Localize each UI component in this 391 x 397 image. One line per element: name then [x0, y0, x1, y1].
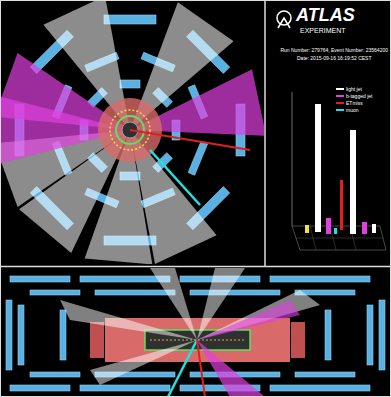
logo-title: ATLAS	[296, 6, 355, 26]
legend-text: ETmiss	[346, 100, 363, 106]
legend-entry: ETmiss	[336, 100, 363, 106]
legend-text: b-tagged jet	[346, 93, 372, 99]
date-info: Date: 2015-09-16 16:19:52 CEST	[297, 56, 372, 62]
legend-swatch	[336, 95, 344, 97]
legend-entry: muon	[336, 107, 359, 113]
legend-entry: light jet	[336, 86, 362, 92]
run-info: Run Number: 279764, Event Number: 235642…	[280, 48, 388, 54]
legend-text: muon	[346, 107, 359, 113]
logo-subtitle: EXPERIMENT	[300, 27, 346, 35]
legend-swatch	[336, 109, 344, 111]
legend-entry: b-tagged jet	[336, 93, 372, 99]
legend-text: light jet	[346, 86, 362, 92]
legend-swatch	[336, 102, 344, 104]
legend-swatch	[336, 88, 344, 90]
